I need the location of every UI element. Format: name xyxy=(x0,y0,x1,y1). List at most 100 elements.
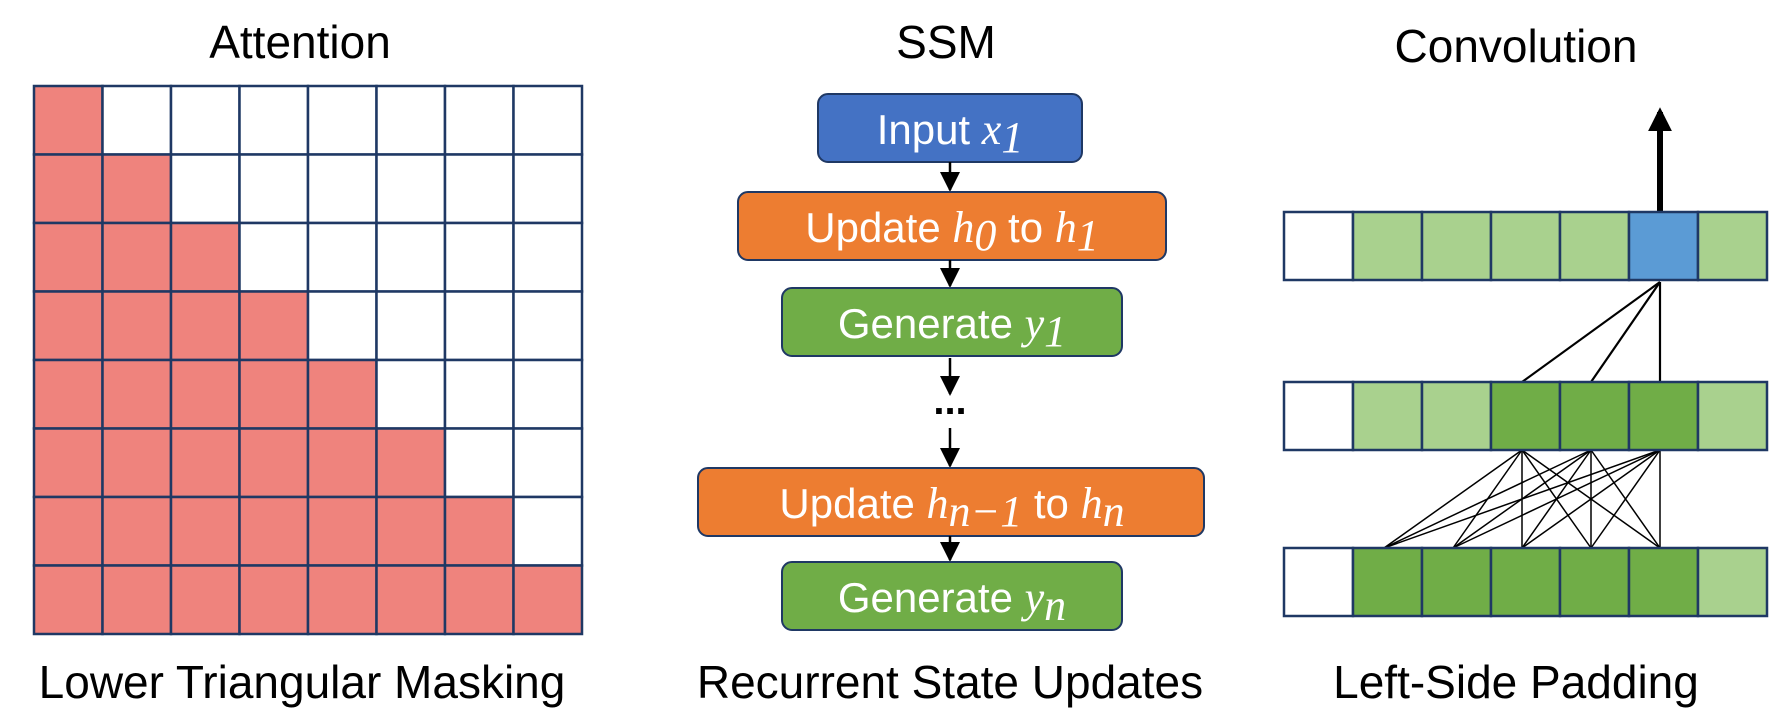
convolution-cell-dark xyxy=(1627,546,1700,618)
attention-cell-masked xyxy=(512,495,584,567)
ssm-update-box-last: Update hn−1 to hn xyxy=(697,467,1205,537)
ssm-generate-box-first: Generate y1 xyxy=(781,287,1123,357)
convolution-cell-light xyxy=(1489,210,1562,282)
attention-cell-masked xyxy=(375,84,447,156)
attention-cell-attended xyxy=(238,358,310,430)
attention-cell-attended xyxy=(306,564,378,636)
attention-cell-attended xyxy=(512,564,584,636)
convolution-cell-light xyxy=(1351,210,1424,282)
attention-cell-attended xyxy=(306,495,378,567)
ssm-update-last-label: Update hn−1 to hn xyxy=(779,479,1124,536)
attention-cell-masked xyxy=(512,427,584,499)
attention-cell-attended xyxy=(32,153,104,225)
convolution-cell-dark xyxy=(1351,546,1424,618)
attention-cell-masked xyxy=(375,153,447,225)
attention-cell-masked xyxy=(443,84,515,156)
attention-cell-attended xyxy=(101,495,173,567)
attention-cell-attended xyxy=(169,358,241,430)
attention-cell-masked xyxy=(306,153,378,225)
attention-cell-attended xyxy=(375,495,447,567)
convolution-cell-light xyxy=(1696,380,1769,452)
convolution-cell-output xyxy=(1627,210,1700,282)
attention-cell-attended xyxy=(101,290,173,362)
convolution-connections-bottom xyxy=(1383,449,1661,549)
attention-cell-attended xyxy=(101,427,173,499)
attention-cell-attended xyxy=(169,290,241,362)
ssm-input-box: Input x1 xyxy=(817,93,1083,163)
attention-cell-attended xyxy=(101,221,173,293)
attention-cell-attended xyxy=(306,427,378,499)
ssm-ellipsis: ... xyxy=(933,379,966,423)
convolution-caption: Left-Side Padding xyxy=(1333,656,1699,708)
attention-cell-attended xyxy=(443,564,515,636)
attention-cell-masked xyxy=(512,84,584,156)
attention-cell-masked xyxy=(375,290,447,362)
attention-cell-masked xyxy=(443,221,515,293)
attention-cell-masked xyxy=(238,84,310,156)
ssm-input-label: Input x1 xyxy=(877,105,1024,162)
convolution-cell-padding xyxy=(1282,380,1355,452)
convolution-cell-dark xyxy=(1558,546,1631,618)
attention-cell-masked xyxy=(306,84,378,156)
attention-cell-masked xyxy=(306,290,378,362)
attention-cell-masked xyxy=(238,221,310,293)
attention-cell-masked xyxy=(375,221,447,293)
convolution-cell-light xyxy=(1420,210,1493,282)
attention-cell-attended xyxy=(32,290,104,362)
attention-cell-attended xyxy=(32,495,104,567)
convolution-connections-top xyxy=(1521,281,1662,383)
attention-cell-attended xyxy=(32,427,104,499)
convolution-cell-padding xyxy=(1282,210,1355,282)
attention-cell-masked xyxy=(375,358,447,430)
attention-cell-masked xyxy=(238,153,310,225)
attention-cell-masked xyxy=(101,84,173,156)
convolution-cell-light xyxy=(1351,380,1424,452)
attention-cell-attended xyxy=(32,564,104,636)
attention-cell-attended xyxy=(169,221,241,293)
attention-cell-attended xyxy=(375,427,447,499)
attention-cell-attended xyxy=(238,564,310,636)
ssm-update-first-label: Update h0 to h1 xyxy=(805,203,1098,260)
attention-cell-attended xyxy=(169,564,241,636)
attention-cell-attended xyxy=(238,290,310,362)
attention-cell-masked xyxy=(443,290,515,362)
convolution-cell-dark xyxy=(1420,546,1493,618)
attention-cell-attended xyxy=(101,358,173,430)
attention-cell-attended xyxy=(375,564,447,636)
attention-caption: Lower Triangular Masking xyxy=(39,656,566,708)
convolution-panel: Convolution Left-Sid xyxy=(1282,20,1769,708)
attention-cell-masked xyxy=(512,221,584,293)
attention-cell-masked xyxy=(169,84,241,156)
attention-title: Attention xyxy=(209,16,391,68)
ssm-generate-first-label: Generate y1 xyxy=(838,299,1066,356)
convolution-cell-light xyxy=(1696,210,1769,282)
attention-cell-masked xyxy=(306,221,378,293)
attention-cell-attended xyxy=(443,495,515,567)
attention-cell-attended xyxy=(169,495,241,567)
attention-cell-attended xyxy=(169,427,241,499)
attention-cell-masked xyxy=(512,358,584,430)
convolution-cell-light xyxy=(1558,210,1631,282)
attention-cell-masked xyxy=(512,290,584,362)
convolution-cell-dark xyxy=(1489,546,1562,618)
attention-cell-attended xyxy=(101,564,173,636)
attention-cell-masked xyxy=(443,358,515,430)
ssm-caption: Recurrent State Updates xyxy=(697,656,1203,708)
attention-cell-masked xyxy=(443,153,515,225)
attention-cell-attended xyxy=(32,84,104,156)
convolution-title: Convolution xyxy=(1395,20,1638,72)
ssm-generate-box-last: Generate yn xyxy=(781,561,1123,631)
attention-cell-masked xyxy=(512,153,584,225)
attention-cell-masked xyxy=(443,427,515,499)
convolution-cell-padding xyxy=(1282,546,1355,618)
ssm-update-box-first: Update h0 to h1 xyxy=(737,191,1167,261)
convolution-cell-dark xyxy=(1627,380,1700,452)
attention-mask-grid xyxy=(32,84,584,636)
attention-cell-attended xyxy=(306,358,378,430)
convolution-cell-dark xyxy=(1489,380,1562,452)
ssm-title: SSM xyxy=(896,16,996,68)
ssm-panel: SSM Input x1 Update h0 to h1 Generate y1… xyxy=(697,16,1205,708)
attention-cell-attended xyxy=(32,358,104,430)
attention-cell-attended xyxy=(32,221,104,293)
